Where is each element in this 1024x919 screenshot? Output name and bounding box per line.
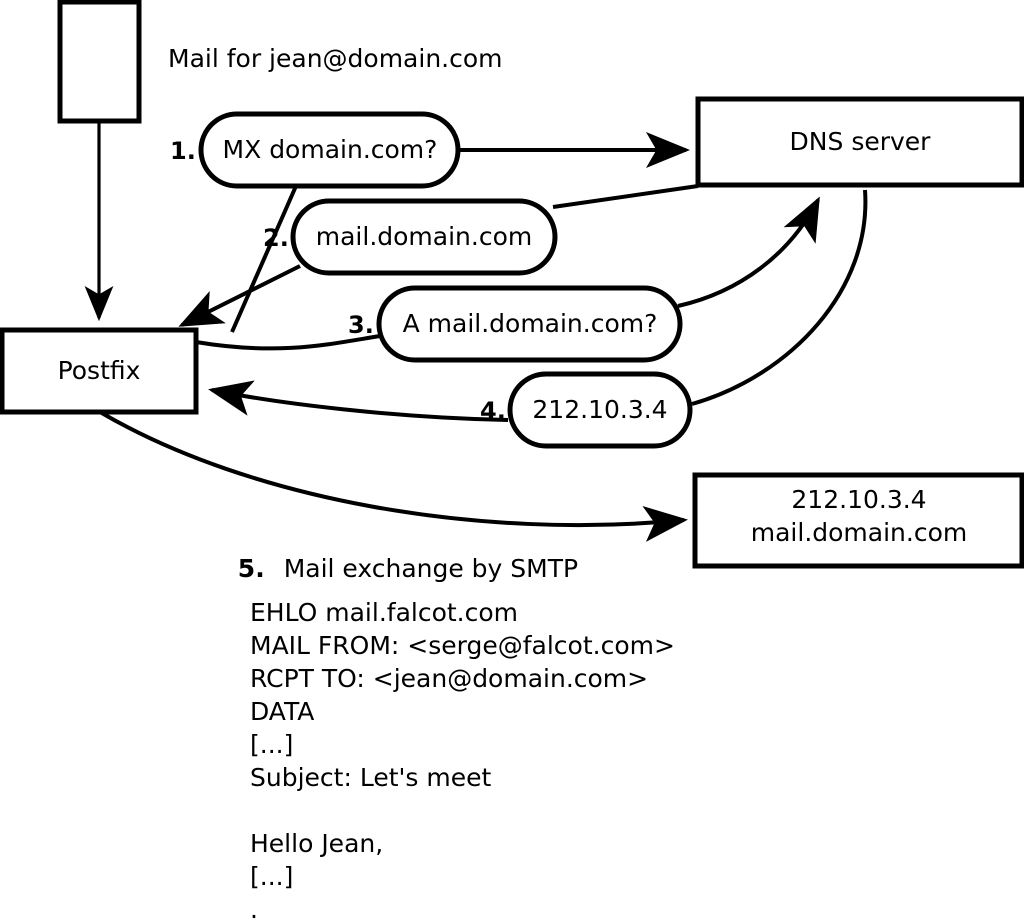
smtp-transcript-line: [...] bbox=[250, 862, 294, 891]
step-5-heading: 5. Mail exchange by SMTP bbox=[206, 531, 578, 606]
pill-step1-label: MX domain.com? bbox=[223, 135, 438, 164]
smtp-transcript-line: Hello Jean, bbox=[250, 829, 384, 858]
pill-step3[interactable] bbox=[376, 285, 683, 363]
edge-step4-dns-to-pill bbox=[691, 189, 868, 406]
step-number-5: 5. bbox=[237, 554, 265, 583]
smtp-transcript-end-marker: . bbox=[250, 895, 258, 919]
step-number-4: 4. bbox=[480, 397, 506, 425]
smtp-transcript-line: [...] bbox=[250, 730, 294, 759]
node-target-box[interactable] bbox=[692, 472, 1024, 569]
smtp-transcript-line: Subject: Let's meet bbox=[250, 763, 492, 792]
smtp-transcript-line: RCPT TO: <jean@domain.com> bbox=[250, 664, 649, 693]
pill-step1[interactable] bbox=[198, 111, 461, 189]
step-number-2: 2. bbox=[263, 224, 289, 252]
edge-step2-pill-to-postfix bbox=[178, 264, 301, 327]
node-postfix-label: Postfix bbox=[58, 356, 141, 385]
node-target-label-line1: 212.10.3.4 bbox=[791, 485, 926, 514]
node-target-label-line2: mail.domain.com bbox=[751, 518, 967, 547]
smtp-transcript-line: DATA bbox=[250, 697, 315, 726]
edge-step5-postfix-to-target bbox=[98, 410, 688, 542]
edge-step2-dns-to-pill bbox=[552, 184, 699, 209]
node-postfix-box[interactable] bbox=[0, 327, 199, 415]
smtp-transcript-blank bbox=[250, 798, 675, 831]
edge-step3-postfix-to-pill bbox=[195, 334, 381, 351]
node-sender-box[interactable] bbox=[57, 0, 142, 124]
smtp-transcript: EHLO mail.falcot.com MAIL FROM: <serge@f… bbox=[250, 600, 675, 919]
page-title: Mail for jean@domain.com bbox=[168, 44, 503, 73]
step-number-3: 3. bbox=[348, 311, 374, 339]
pill-step4[interactable] bbox=[507, 371, 693, 449]
step-number-1: 1. bbox=[170, 137, 196, 165]
pill-step2-label: mail.domain.com bbox=[316, 222, 532, 251]
edge-step3-pill-to-dns bbox=[677, 196, 820, 308]
node-dns-box[interactable] bbox=[695, 96, 1024, 188]
node-dns-label: DNS server bbox=[790, 127, 932, 156]
pill-step2[interactable] bbox=[290, 198, 558, 276]
edge-step4-pill-to-postfix bbox=[208, 380, 509, 422]
smtp-transcript-line: EHLO mail.falcot.com bbox=[250, 598, 519, 627]
smtp-transcript-line: MAIL FROM: <serge@falcot.com> bbox=[250, 631, 675, 660]
pill-step3-label: A mail.domain.com? bbox=[403, 309, 658, 338]
pill-step4-label: 212.10.3.4 bbox=[532, 395, 667, 424]
edge-step1-postfix-to-mx bbox=[230, 185, 298, 333]
step-5-label: Mail exchange by SMTP bbox=[283, 554, 579, 583]
